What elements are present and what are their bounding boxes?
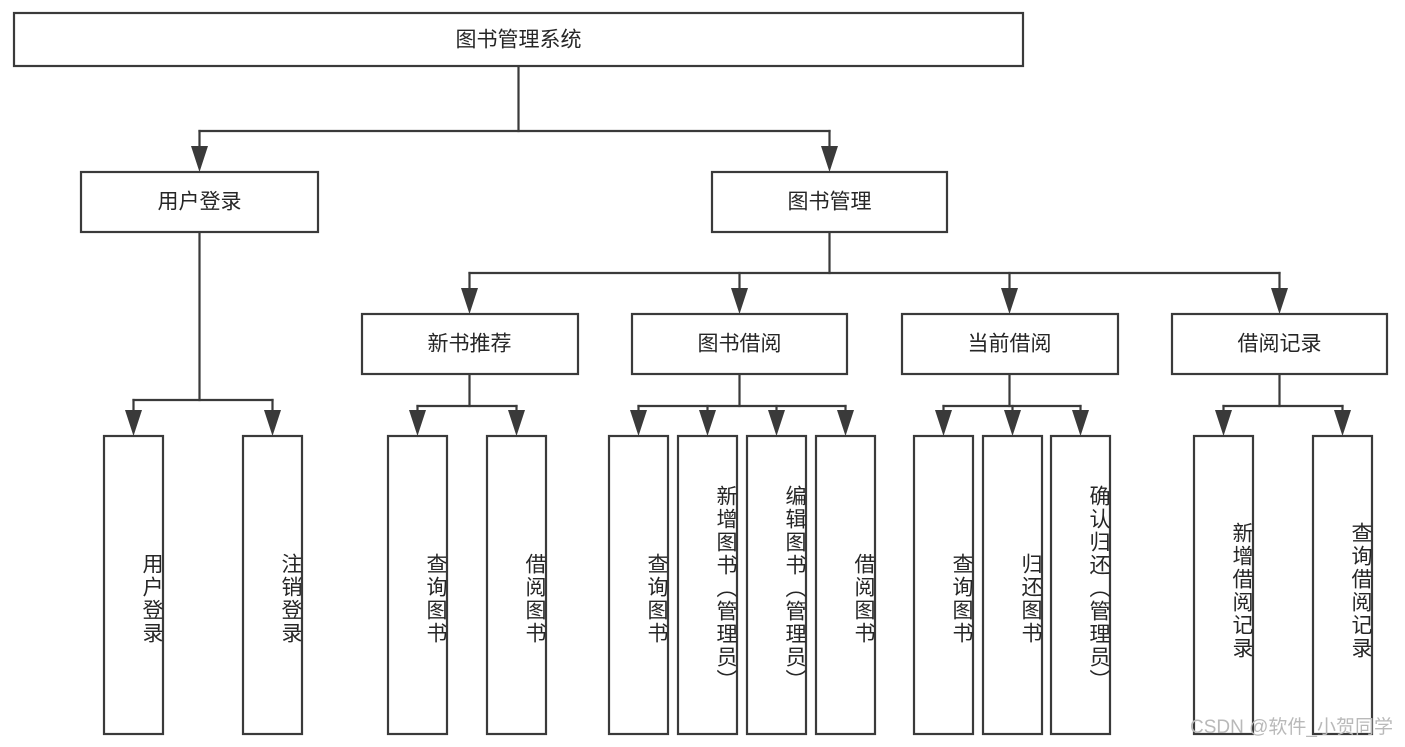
node-root[interactable]: 图书管理系统 [12,11,1025,68]
arrowhead-borrow-to-leaf-4 [837,410,854,436]
arrowhead-book-mgmt-to-new-book [461,288,478,314]
arrowhead-borrow-to-leaf-1 [630,410,647,436]
node-book-borrow-label: 图书借阅 [698,333,782,356]
leaf-box-query-borrow-record[interactable] [1311,434,1374,736]
node-user-login[interactable]: 用户登录 [79,170,320,234]
arrowhead-borrow-to-leaf-2 [699,410,716,436]
arrowhead-current-borrow-to-leaf-2 [1004,410,1021,436]
leaf-box-borrow-book-2[interactable] [814,434,877,736]
leaf-boxes [102,434,1374,736]
connector-group-new-book [409,372,525,436]
node-borrow-records-box[interactable] [1170,312,1389,376]
node-new-book-recommend[interactable]: 新书推荐 [360,312,580,376]
leaf-box-borrow-book-1[interactable] [485,434,548,736]
leaf-box-edit-book-admin[interactable] [745,434,808,736]
connector-group-user-login [125,230,281,436]
arrowhead-records-to-leaf-2 [1334,410,1351,436]
node-new-book-recommend-box[interactable] [360,312,580,376]
leaf-box-query-book-3[interactable] [912,434,975,736]
node-book-management[interactable]: 图书管理 [710,170,949,234]
node-user-login-label: 用户登录 [158,191,242,214]
leaf-box-return-book[interactable] [981,434,1044,736]
csdn-watermark: CSDN @软件_小贺同学 [1190,717,1393,738]
connector-group-book-mgmt [461,230,1288,314]
arrowhead-book-mgmt-to-records [1271,288,1288,314]
leaf-box-query-book-1[interactable] [386,434,449,736]
node-borrow-records-label: 借阅记录 [1238,333,1322,356]
connector-group-records [1215,372,1351,436]
arrowhead-user-login-to-leaf-1 [125,410,142,436]
node-root-label: 图书管理系统 [456,29,582,52]
node-current-borrow[interactable]: 当前借阅 [900,312,1120,376]
leaf-box-user-login[interactable] [102,434,165,736]
connector-group-borrow [630,372,854,436]
node-book-management-box[interactable] [710,170,949,234]
leaf-box-query-book-2[interactable] [607,434,670,736]
arrowhead-current-borrow-to-leaf-1 [935,410,952,436]
leaf-box-add-borrow-record[interactable] [1192,434,1255,736]
arrowhead-records-to-leaf-1 [1215,410,1232,436]
leaf-box-add-book-admin[interactable] [676,434,739,736]
arrowhead-book-mgmt-to-borrow [731,288,748,314]
leaf-box-confirm-return-admin[interactable] [1049,434,1112,736]
arrowhead-borrow-to-leaf-3 [768,410,785,436]
connector-group-current-borrow [935,372,1089,436]
node-new-book-recommend-label: 新书推荐 [428,333,512,356]
node-borrow-records[interactable]: 借阅记录 [1170,312,1389,376]
arrowhead-new-book-to-leaf-2 [508,410,525,436]
node-book-borrow-box[interactable] [630,312,849,376]
arrowhead-new-book-to-leaf-1 [409,410,426,436]
node-root-box[interactable] [12,11,1025,68]
arrowhead-book-mgmt-to-current-borrow [1001,288,1018,314]
arrowhead-root-to-book-mgmt [821,146,838,172]
arrowhead-current-borrow-to-leaf-3 [1072,410,1089,436]
node-current-borrow-label: 当前借阅 [968,333,1052,356]
arrowhead-user-login-to-leaf-2 [264,410,281,436]
leaf-box-logout[interactable] [241,434,304,736]
node-book-management-label: 图书管理 [788,191,872,214]
arrowhead-root-to-user-login [191,146,208,172]
connector-group-root [191,64,838,172]
node-current-borrow-box[interactable] [900,312,1120,376]
node-user-login-box[interactable] [79,170,320,234]
node-book-borrow[interactable]: 图书借阅 [630,312,849,376]
